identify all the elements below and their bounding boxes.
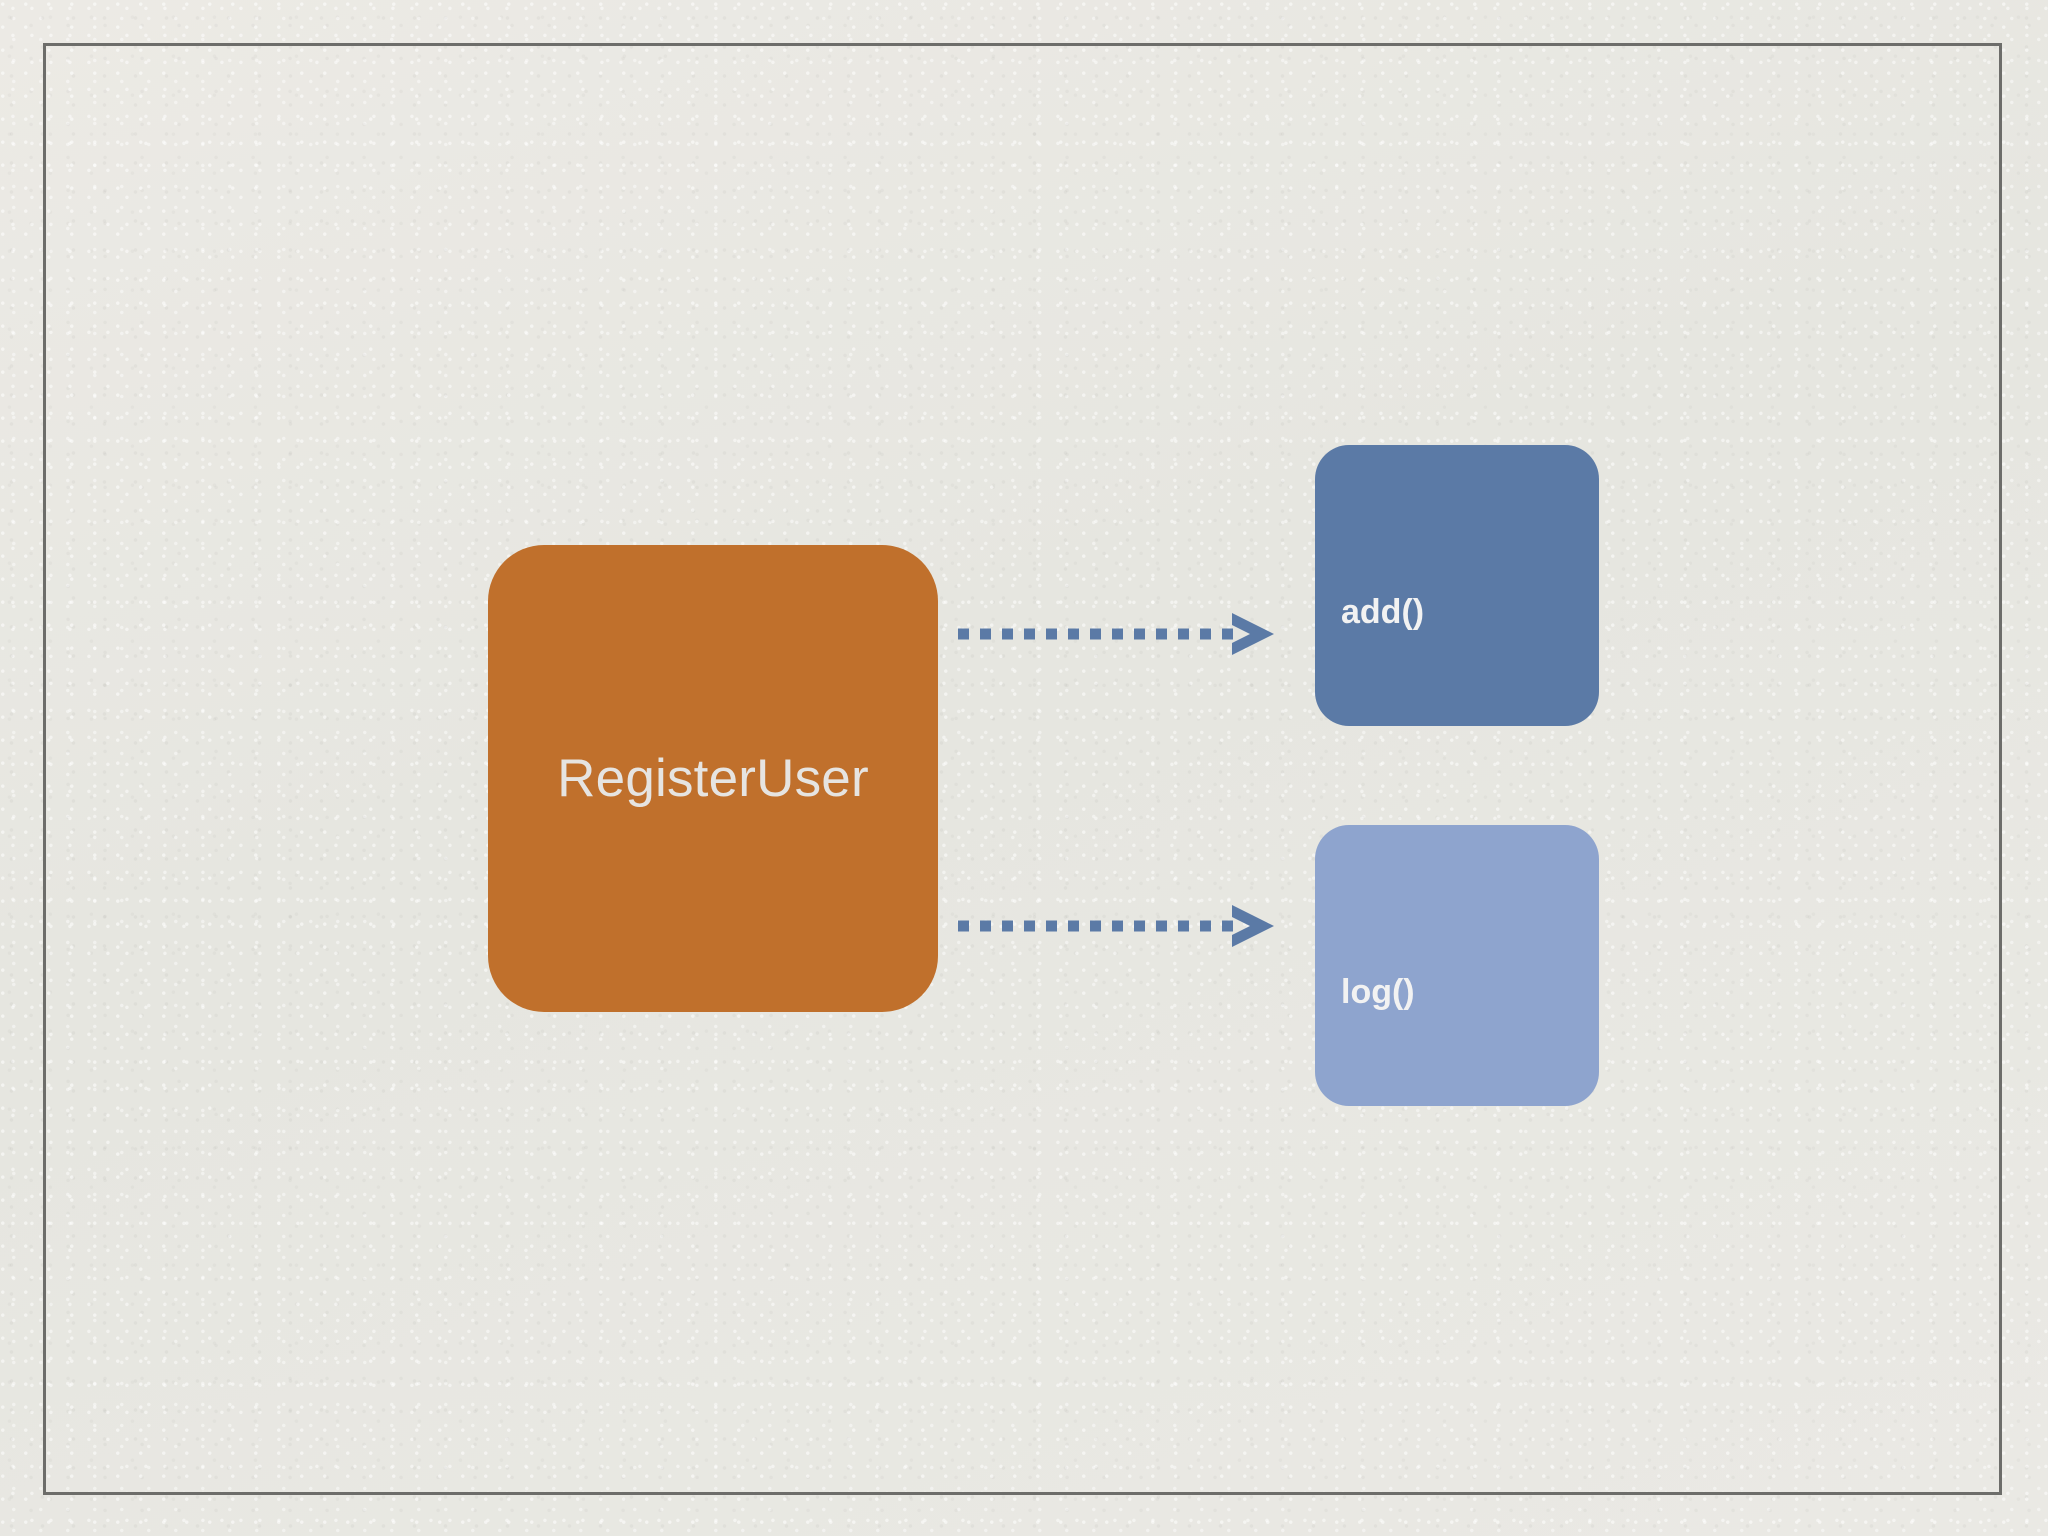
node-add-label: add() [1341, 592, 1425, 631]
node-log[interactable]: log() [1315, 825, 1599, 1106]
edge-registeruser-to-add-arrow [958, 613, 1274, 655]
edge-arrowhead-icon [1232, 905, 1274, 947]
slide-frame-border [43, 43, 2002, 1495]
node-add[interactable]: add() [1315, 445, 1599, 726]
edge-registeruser-to-add [958, 613, 1288, 655]
edge-registeruser-to-log [958, 905, 1288, 947]
node-log-label: log() [1341, 972, 1415, 1011]
edge-registeruser-to-log-arrow [958, 905, 1274, 947]
node-registeruser[interactable]: RegisterUser [488, 545, 938, 1012]
node-registeruser-label: RegisterUser [557, 749, 869, 808]
edge-arrowhead-icon [1232, 613, 1274, 655]
